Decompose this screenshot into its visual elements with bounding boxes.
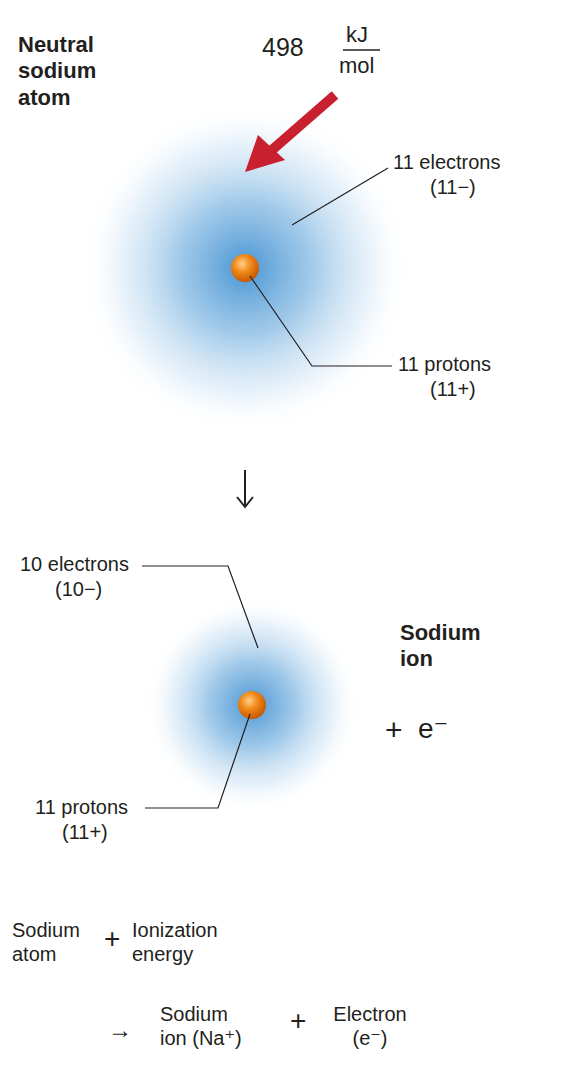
electron-symbol: e⁻ <box>418 712 448 746</box>
equation-term: Sodium ion (Na⁺) <box>160 1002 260 1050</box>
leader-line <box>250 276 392 366</box>
charge-label: (11+) <box>430 377 476 401</box>
part-label: 11 protons <box>35 795 128 819</box>
nucleus <box>231 254 259 282</box>
electron-cloud <box>144 597 360 813</box>
unit-label: kJ <box>346 22 368 48</box>
part-label: 10 electrons <box>20 552 129 576</box>
part-label: 11 electrons <box>393 150 500 174</box>
plus-sign: + <box>290 1004 306 1038</box>
leader-line <box>142 566 258 648</box>
charge-label: (11+) <box>62 820 108 844</box>
plus-sign: + <box>385 712 403 748</box>
charge-label: (10−) <box>55 577 102 601</box>
nucleus <box>238 691 266 719</box>
leader-line <box>292 168 388 225</box>
electron-cloud <box>80 103 410 433</box>
reaction-arrow <box>237 470 253 507</box>
equation-term: Ionization energy <box>132 918 252 966</box>
unit-label: mol <box>339 53 374 79</box>
charge-label: (11−) <box>430 175 476 199</box>
equation-term: Electron (e⁻) <box>325 1002 415 1050</box>
part-label: 11 protons <box>398 352 491 376</box>
leader-line <box>145 714 250 808</box>
fraction-bar <box>343 49 380 51</box>
energy-value: 498 <box>262 32 304 62</box>
heading-label: Sodium ion <box>400 620 495 673</box>
energy-arrow <box>245 95 335 172</box>
plus-sign: + <box>104 922 120 956</box>
arrow-symbol: → <box>108 1016 132 1045</box>
heading-label: Neutral sodium atom <box>18 32 128 111</box>
equation-term: Sodium atom <box>12 918 97 966</box>
